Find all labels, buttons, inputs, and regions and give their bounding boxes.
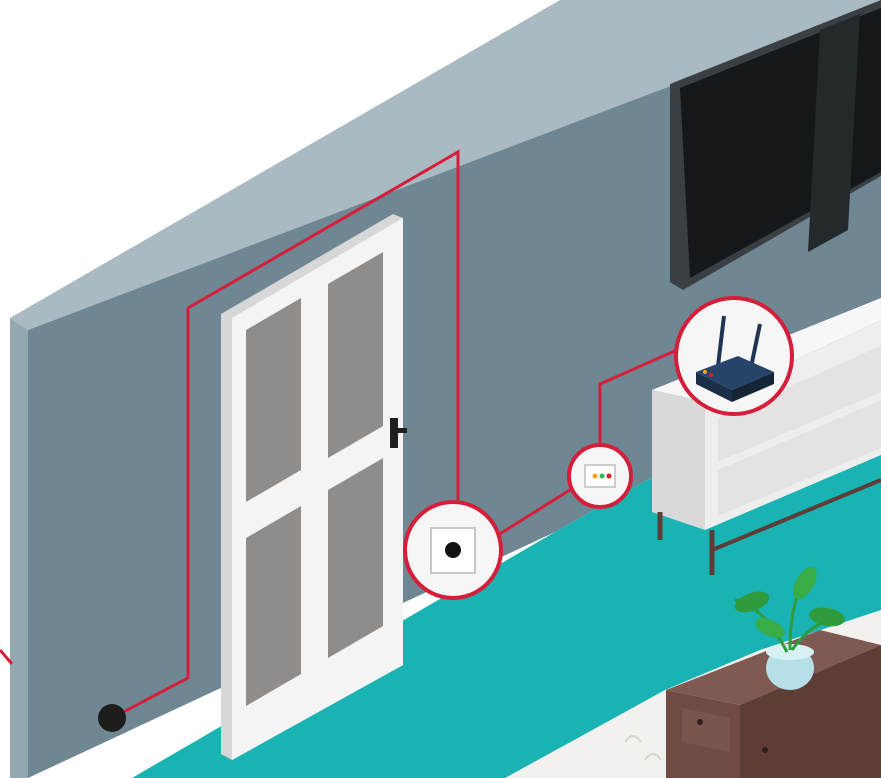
wall-socket-callout <box>405 502 501 598</box>
network-jack-callout <box>569 445 631 507</box>
wall-side-edge <box>10 318 28 778</box>
wall-hole-icon <box>98 704 126 732</box>
router-callout <box>676 298 792 414</box>
